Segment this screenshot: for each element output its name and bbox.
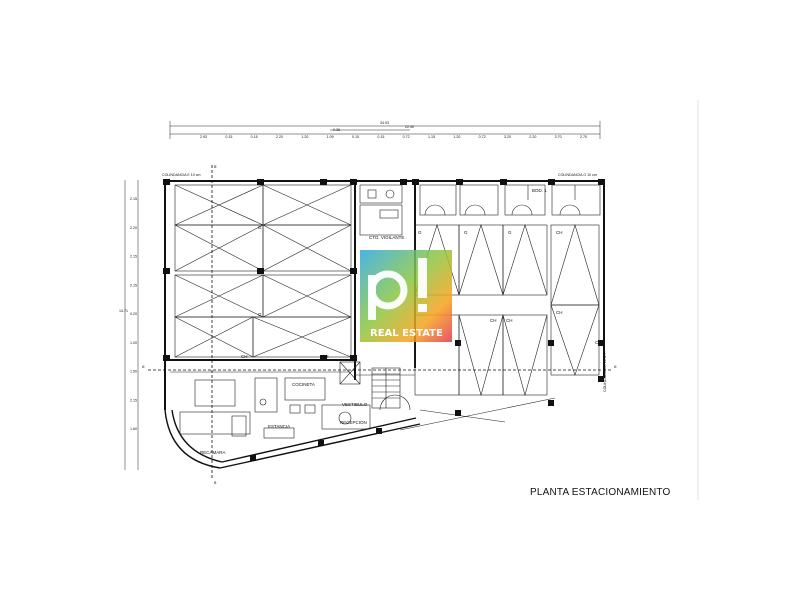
top-segment-dimension: 0.15 (352, 135, 359, 139)
boundary-label-top-left: COLINDANCIA E 10 cm (162, 173, 201, 177)
top-segment-dimension: 2.20 (276, 135, 283, 139)
parking-label: CH (595, 340, 602, 345)
parking-label: G (258, 312, 262, 317)
parking-label: G (258, 267, 262, 272)
top-segment-dimension: 0.15 (251, 135, 258, 139)
parking-label: G (258, 225, 262, 230)
structural-columns (163, 179, 605, 461)
small-width-dimension: 0.36 (333, 128, 340, 132)
section-mark-right: A' (614, 365, 617, 369)
top-segment-dimension: 0.15 (377, 135, 384, 139)
top-segment-dimension: 2.70 (580, 135, 587, 139)
top-segment-dimension: 3.20 (504, 135, 511, 139)
left-segment-dimension: 0.20 (130, 312, 137, 316)
section-mark-top: B' (214, 165, 217, 169)
top-segment-dimension: 2.93 (200, 135, 207, 139)
apartment (170, 371, 411, 439)
top-segment-dimensions: 2.93 0.15 0.15 2.20 1.20 1.09 0.15 0.15 0.72 1.15… (200, 135, 587, 139)
section-mark-bottom: B (214, 481, 217, 485)
top-segment-dimension: 0.15 (225, 135, 232, 139)
watermark-logo: REAL ESTATE (360, 250, 452, 342)
left-segment-dimension: 1.60 (130, 427, 137, 431)
left-segment-dimension: 2.15 (130, 197, 137, 201)
secondary-width-dimension: 22.40 (405, 125, 414, 129)
overall-depth-dimension: 14.71 (119, 309, 128, 313)
parking-label: CH (506, 318, 513, 323)
top-segment-dimension: 0.72 (479, 135, 486, 139)
parking-label: CH (241, 354, 248, 359)
left-segment-dimensions: 2.15 2.20 2.15 2.15 0.20 1.00 1.50 2.15 1.60 (130, 197, 137, 431)
left-dimensions (124, 180, 139, 470)
parking-label: CH (322, 354, 329, 359)
watermark-brand-text: REAL ESTATE (370, 328, 443, 339)
room-label-vestibulo: VESTIBULO (342, 402, 368, 407)
parking-label: G (464, 230, 468, 235)
parking-label: CH (556, 310, 563, 315)
top-segment-dimension: 1.20 (301, 135, 308, 139)
boundary-label-top-right: COLINDANCIA O 10 cm (558, 173, 597, 177)
storage-units (419, 184, 601, 216)
left-segment-dimension: 1.00 (130, 341, 137, 345)
watermark-i-stem (418, 258, 427, 298)
room-label-estancia: ESTANCIA (268, 424, 290, 429)
top-segment-dimension: 1.09 (327, 135, 334, 139)
central-core (339, 184, 415, 409)
room-label-vigilante: CTO. VIGILANTE (369, 235, 404, 240)
left-segment-dimension: 2.20 (130, 226, 137, 230)
top-dimensions (169, 121, 601, 139)
top-segment-dimension: 0.72 (403, 135, 410, 139)
parking-label: G (418, 230, 422, 235)
left-parking-bays (174, 184, 352, 358)
room-label-cocineta: COCINETA (292, 382, 315, 387)
watermark-p-stem (368, 275, 376, 320)
curved-facade (164, 409, 421, 469)
left-segment-dimension: 2.15 (130, 398, 137, 402)
top-segment-dimension: 1.20 (453, 135, 460, 139)
parking-label: G (508, 230, 512, 235)
watermark-i-dot (418, 304, 427, 312)
top-segment-dimension: 2.20 (529, 135, 536, 139)
room-label-recamara: RECAMARA (200, 450, 226, 455)
room-label-bodega: BOD. 1 (532, 188, 547, 193)
left-segment-dimension: 2.15 (130, 255, 137, 259)
plan-title: PLANTA ESTACIONAMIENTO (530, 487, 671, 498)
top-segment-dimension: 3.70 (555, 135, 562, 139)
section-axes (148, 165, 612, 480)
room-label-recepcion: RECEPCION (340, 420, 367, 425)
left-segment-dimension: 2.15 (130, 283, 137, 287)
parking-label: CH (556, 230, 563, 235)
top-segment-dimension: 1.15 (428, 135, 435, 139)
left-segment-dimension: 1.50 (130, 370, 137, 374)
section-mark-left: A' (142, 365, 145, 369)
overall-width-dimension: 34.93 (380, 121, 389, 125)
parking-label: CH (490, 318, 497, 323)
